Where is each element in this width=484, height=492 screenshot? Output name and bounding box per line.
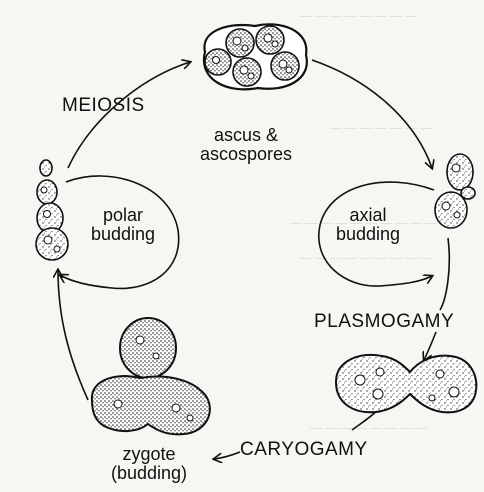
label-ascus-ascospores: ascus & ascospores	[186, 126, 306, 165]
arrow-caryogamy-to-zygote	[214, 452, 240, 459]
ascospore	[271, 52, 299, 80]
ascospore	[233, 58, 261, 86]
label-polar-line2: budding	[78, 225, 168, 244]
label-plasmogamy: PLASMOGAMY	[314, 312, 454, 333]
label-zygote-budding: zygote (budding)	[96, 445, 202, 484]
label-caryogamy: CARYOGAMY	[240, 440, 368, 461]
ascospore	[256, 26, 284, 54]
label-axial-line1: axial	[323, 206, 413, 225]
axial-budding-cells	[435, 154, 475, 228]
arrow-plasmogamy-to-cells	[424, 332, 436, 360]
arrow-ascus-to-axial	[312, 60, 432, 168]
ascospore	[226, 29, 254, 57]
label-zygote-line2: (budding)	[96, 464, 202, 483]
ascus	[204, 24, 307, 89]
polar-budding-cells	[36, 160, 68, 260]
label-polar-line1: polar	[78, 206, 168, 225]
label-axial-line2: budding	[323, 225, 413, 244]
label-zygote-line1: zygote	[96, 445, 202, 464]
label-axial-budding: axial budding	[323, 206, 413, 245]
arrow-axial-to-plasmogamy	[440, 238, 449, 310]
label-ascus-line2: ascospores	[186, 145, 306, 164]
label-ascus-line1: ascus &	[186, 126, 306, 145]
fusing-cells	[336, 355, 476, 412]
label-meiosis: MEIOSIS	[62, 96, 145, 117]
arrow-zygote-to-polar	[58, 270, 88, 400]
label-polar-budding: polar budding	[78, 206, 168, 245]
zygote-cells	[92, 318, 210, 434]
ascospore	[205, 49, 231, 75]
